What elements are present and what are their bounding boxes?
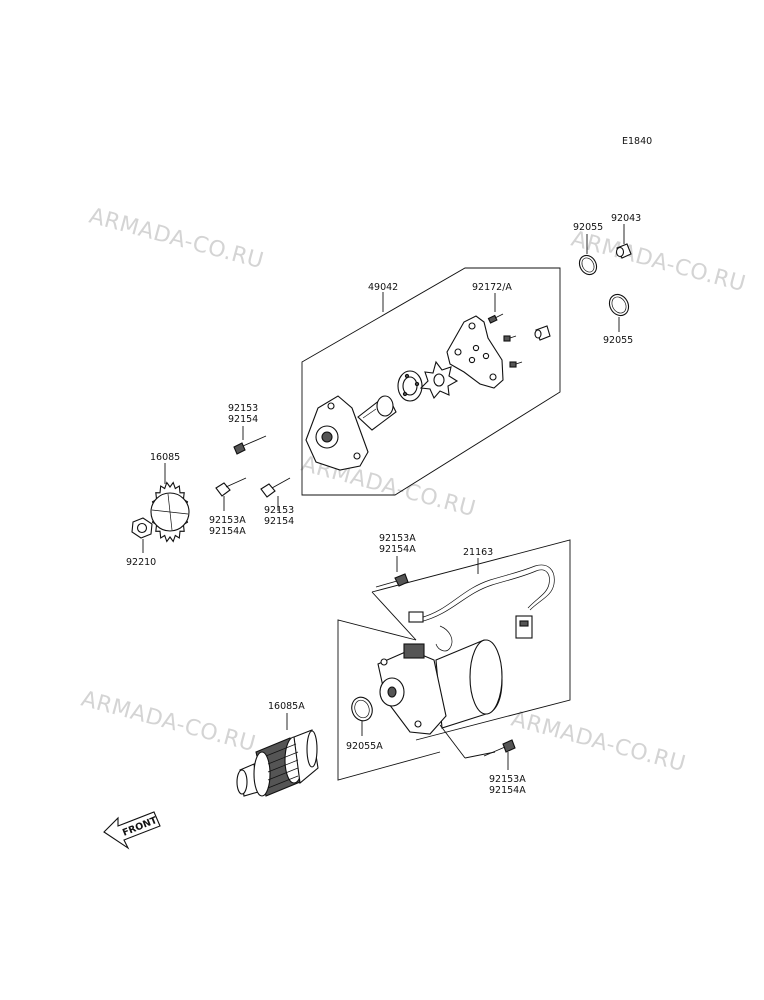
- assembly-49042-outline: [301, 267, 561, 496]
- callout-16085a: 16085A: [268, 701, 305, 712]
- callout-92153a-mid: 92153A: [209, 515, 246, 526]
- o-ring-92055a: 92055A: [346, 696, 383, 752]
- callout-21163: 21163: [463, 547, 493, 558]
- assembly-21163: 92153A 92154A 21163: [337, 533, 571, 781]
- callout-92055-right: 92055: [603, 335, 633, 346]
- bolt-92153a-motor: 92153A 92154A: [375, 533, 416, 588]
- motor-frame-outline: [337, 619, 441, 781]
- callout-92154a-bottom: 92154A: [489, 785, 526, 796]
- assembly-49042: 49042 92172/A: [301, 267, 561, 496]
- clutch-gear: [419, 360, 459, 400]
- bolt-92172a-upper: [487, 313, 504, 324]
- idle-gear-16085a: 16085A: [236, 701, 319, 797]
- one-way-clutch-ring: [397, 370, 423, 402]
- connector-small: [408, 611, 424, 623]
- wiring-harness: [408, 564, 555, 652]
- callout-92172a: 92172/A: [472, 282, 512, 293]
- callout-92154a-motor: 92154A: [379, 544, 416, 555]
- nut-92210: 92210: [126, 517, 156, 568]
- callout-92154-mid: 92154: [264, 516, 294, 527]
- sprocket-16085: 16085: [150, 452, 190, 543]
- diagram-code: E1840: [622, 136, 652, 147]
- callout-92153-top: 92153: [228, 403, 258, 414]
- bolt-92172a-lower: [509, 361, 523, 368]
- callout-92043: 92043: [611, 213, 641, 224]
- starter-motor-body: [377, 639, 503, 735]
- callout-92055-top: 92055: [573, 222, 603, 233]
- assembly-21163-outline: [371, 539, 571, 741]
- callout-16085: 16085: [150, 452, 180, 463]
- drive-plate: [446, 315, 504, 389]
- watermark-bottom-right: ARMADA-CO.RU: [508, 707, 688, 778]
- watermark-bottom-left: ARMADA-CO.RU: [78, 687, 258, 758]
- collar: [534, 325, 551, 341]
- bolt-92153-top: 92153 92154: [228, 403, 267, 455]
- bolt-92153-mid: 92153 92154: [260, 477, 294, 527]
- bolt-92153a-bottom: 92153A 92154A: [483, 739, 526, 796]
- callout-92153a-motor: 92153A: [379, 533, 416, 544]
- callout-92153-mid: 92153: [264, 505, 294, 516]
- callout-92210: 92210: [126, 557, 156, 568]
- connector-large: [515, 615, 533, 639]
- callout-49042: 49042: [368, 282, 398, 293]
- starter-cover-plate: [305, 395, 369, 471]
- bolt-92172a-middle: [503, 335, 517, 342]
- o-ring-92055-top: 92055: [573, 222, 603, 276]
- front-direction-arrow: FRONT: [103, 811, 161, 850]
- o-ring-92055-right: 92055: [603, 293, 633, 346]
- callout-92154a-mid: 92154A: [209, 526, 246, 537]
- clutch-shaft: [357, 395, 397, 431]
- callout-92055a: 92055A: [346, 741, 383, 752]
- callout-92154-top: 92154: [228, 414, 258, 425]
- bolt-92153a-mid: 92153A 92154A: [209, 477, 246, 537]
- callout-92153a-bottom: 92153A: [489, 774, 526, 785]
- motor-terminal: [403, 643, 425, 659]
- cap-92043: 92043: [611, 213, 641, 259]
- watermark-top-left: ARMADA-CO.RU: [86, 204, 266, 275]
